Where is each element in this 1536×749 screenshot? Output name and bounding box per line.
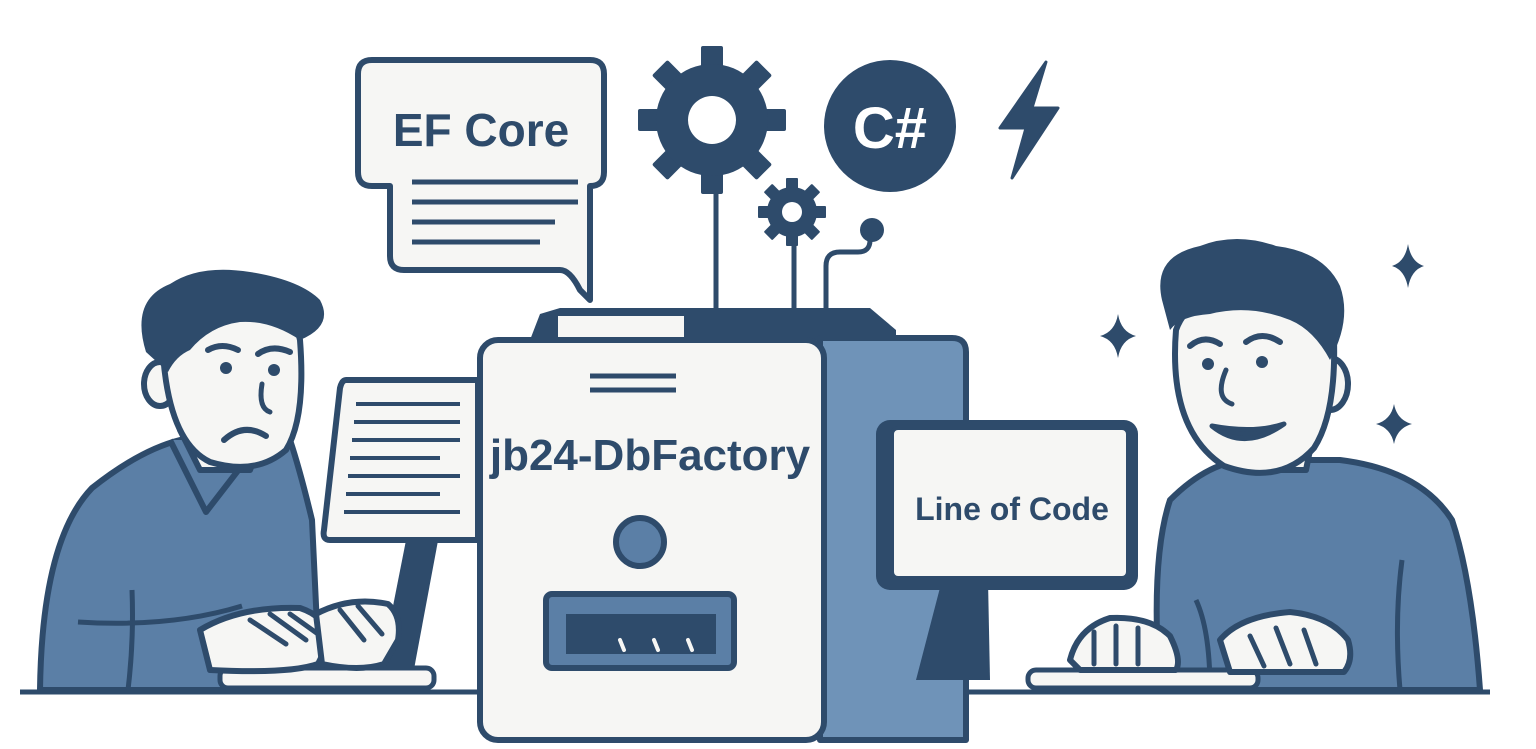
right-developer	[1025, 239, 1483, 693]
code-monitor: Line of Code	[876, 420, 1138, 680]
machine-button	[613, 515, 667, 569]
sparkle-icon	[1376, 404, 1412, 444]
lightning-icon	[998, 60, 1060, 180]
ef-core-bubble: EF Core	[355, 57, 607, 303]
document-sheet	[320, 377, 481, 543]
csharp-label: C#	[853, 96, 927, 161]
ef-core-label: EF Core	[393, 104, 569, 156]
monitor-label: Line of Code	[915, 491, 1109, 527]
sparkle-icon	[1100, 314, 1136, 358]
machine-title: jb24-DbFactory	[489, 431, 811, 480]
csharp-badge: C#	[824, 60, 956, 192]
small-gear-icon	[758, 178, 826, 246]
sparkle-icon	[1392, 244, 1424, 288]
antenna-icon	[823, 218, 884, 312]
gear-icon	[638, 46, 786, 194]
left-developer	[37, 269, 440, 693]
